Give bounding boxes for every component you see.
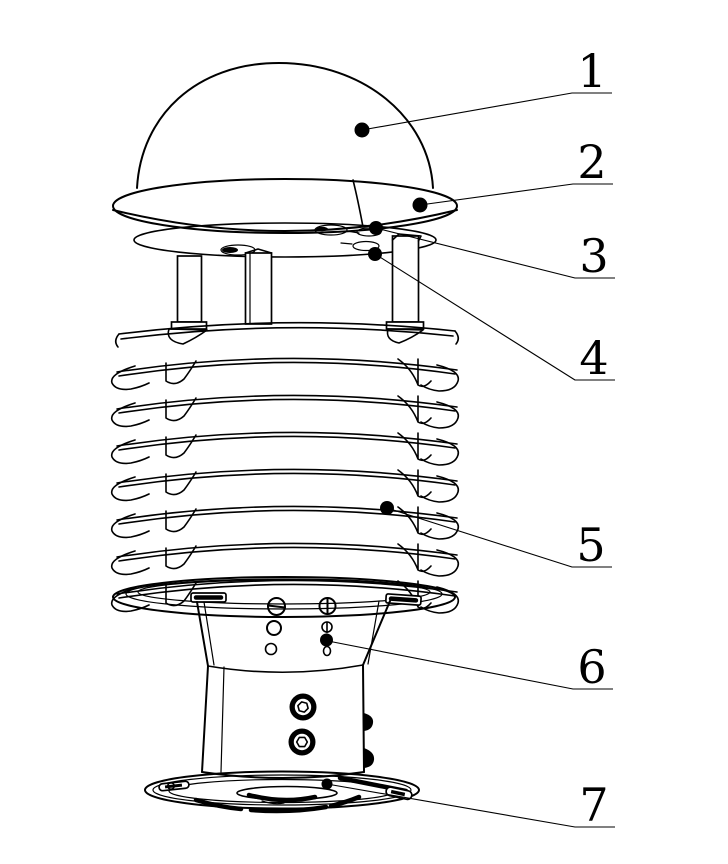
clamp-tab-left bbox=[190, 592, 227, 603]
clamp-tab-right bbox=[384, 593, 422, 606]
neck-frustum bbox=[196, 597, 391, 674]
callout-6: 6 bbox=[320, 633, 613, 694]
indicator-ports bbox=[264, 597, 337, 657]
flange-slot-arc-right bbox=[328, 794, 362, 809]
flange-center-opening bbox=[236, 785, 338, 805]
mounting-plate bbox=[133, 222, 437, 258]
plate-screw-slot-a bbox=[314, 224, 360, 236]
louver-plate bbox=[110, 357, 460, 392]
port-oval-small bbox=[322, 645, 332, 657]
brim-ring bbox=[112, 178, 458, 234]
louver-plate bbox=[110, 394, 460, 429]
body-cylinder bbox=[201, 664, 375, 779]
callout-7-label: 7 bbox=[579, 778, 608, 832]
flange-slot-arc-left bbox=[193, 797, 244, 812]
base-flange bbox=[144, 770, 420, 814]
port-circle-small bbox=[264, 642, 278, 656]
callout-7-leader bbox=[326, 783, 615, 828]
flange-slot-right bbox=[385, 786, 413, 801]
callout-3: 3 bbox=[369, 221, 615, 283]
brim-lower-edge bbox=[112, 209, 458, 232]
dome-outline bbox=[136, 62, 434, 189]
connector-port-lower bbox=[288, 728, 316, 756]
louver-plate bbox=[110, 468, 460, 503]
callout-3-leader bbox=[375, 227, 615, 279]
callouts: 1 2 3 4 5 6 7 bbox=[320, 44, 615, 832]
callout-2-label: 2 bbox=[577, 135, 606, 189]
louver-plate bbox=[110, 505, 460, 540]
callout-1-leader bbox=[361, 92, 612, 131]
side-bump-upper bbox=[364, 713, 374, 731]
stack-top-cap bbox=[114, 321, 460, 348]
port-circle-mid bbox=[266, 620, 282, 636]
callout-2-leader bbox=[419, 183, 613, 206]
dome-seam bbox=[352, 179, 364, 228]
callout-3-label: 3 bbox=[579, 229, 608, 283]
callout-6-dot bbox=[320, 633, 333, 647]
callout-6-label: 6 bbox=[577, 640, 606, 694]
callout-4-leader bbox=[374, 253, 615, 381]
callout-1-label: 1 bbox=[577, 44, 606, 98]
louver-stack bbox=[110, 321, 460, 614]
callout-1: 1 bbox=[354, 44, 612, 138]
flange-slot-arc-center bbox=[248, 804, 329, 814]
louver-plate bbox=[110, 431, 460, 466]
connector-port-upper bbox=[289, 693, 317, 721]
callout-5-leader bbox=[386, 507, 612, 568]
dome-cap bbox=[112, 62, 458, 234]
callout-2: 2 bbox=[412, 135, 613, 213]
callout-4: 4 bbox=[368, 247, 615, 385]
callout-4-label: 4 bbox=[579, 331, 608, 385]
callout-5: 5 bbox=[380, 501, 612, 572]
flange-hole-left bbox=[167, 781, 176, 790]
louver-plate bbox=[110, 542, 460, 577]
post-middle bbox=[244, 248, 273, 325]
callout-5-label: 5 bbox=[576, 518, 605, 572]
callout-7: 7 bbox=[321, 778, 615, 832]
post-left bbox=[167, 255, 208, 345]
plate-edge bbox=[133, 222, 437, 258]
stack-base-ring bbox=[112, 576, 456, 618]
callout-6-leader bbox=[327, 640, 613, 690]
plate-screw-slot-d bbox=[340, 240, 380, 252]
side-bump-lower bbox=[364, 748, 375, 768]
